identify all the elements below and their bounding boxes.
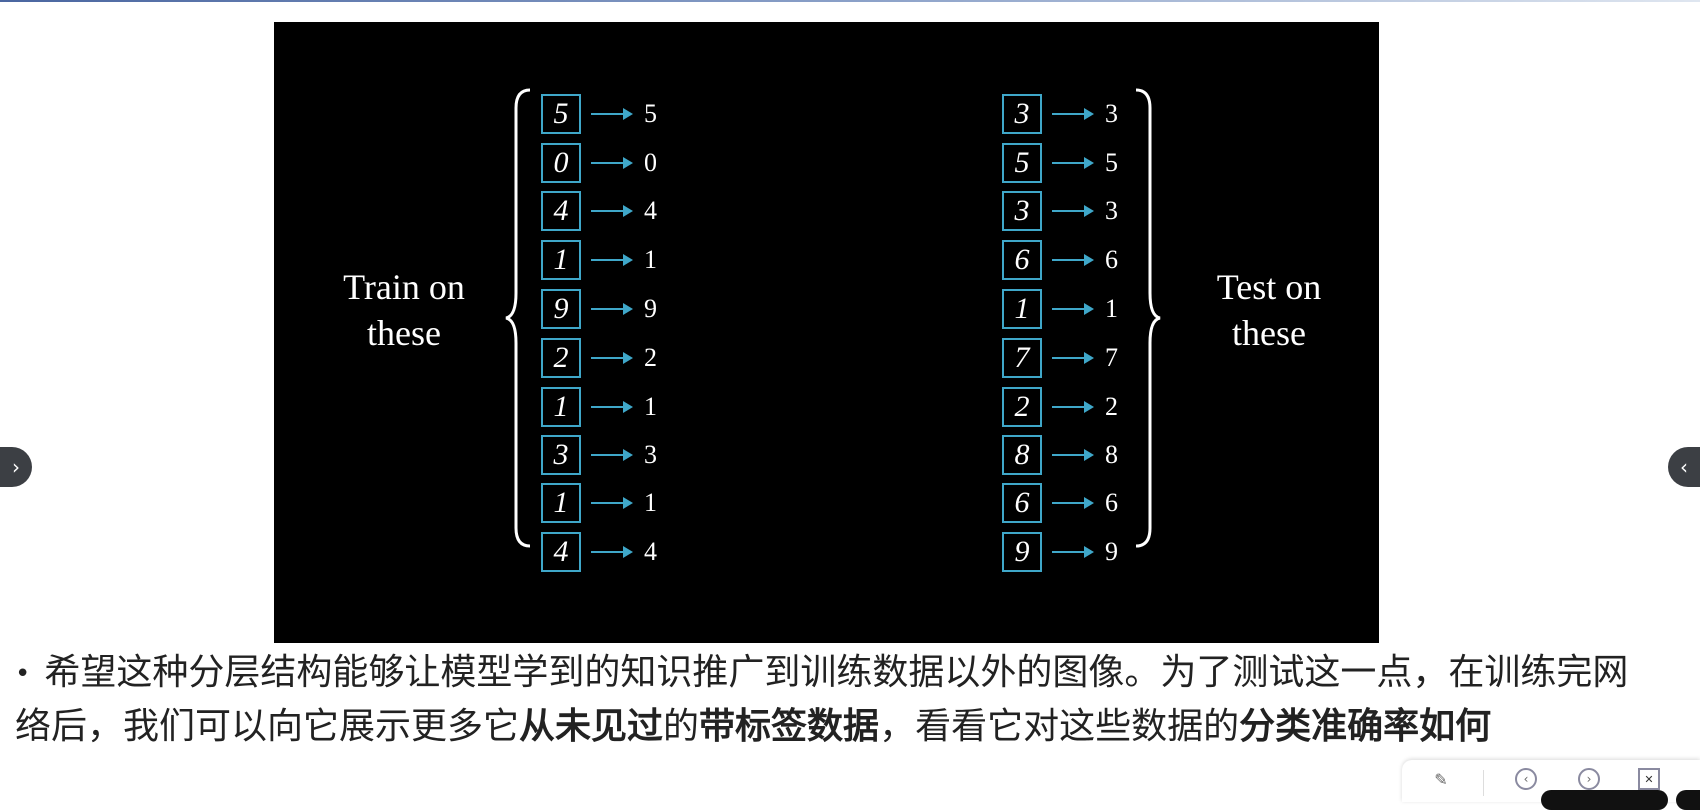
arrow-right-icon (1052, 546, 1094, 558)
digit-label: 1 (1105, 294, 1118, 323)
digit-image: 1 (541, 387, 581, 427)
digit-label: 1 (644, 392, 657, 421)
body-text-bold-2: 带标签数据 (699, 706, 880, 747)
digit-image: 1 (541, 483, 581, 523)
chevron-left-icon: ‹ (1680, 455, 1688, 479)
arrow-right-icon (591, 401, 633, 413)
digit-label: 5 (644, 99, 657, 128)
body-text-2c: 的 (663, 706, 700, 747)
digit-image: 9 (541, 289, 581, 329)
digit-image: 6 (1002, 240, 1042, 280)
digit-image: 1 (541, 240, 581, 280)
digit-label: 3 (1105, 99, 1118, 128)
toolbar-divider (1483, 770, 1484, 796)
test-caption-line2: these (1232, 313, 1306, 353)
train-caption-line1: Train on (343, 267, 465, 307)
arrow-right-icon (591, 497, 633, 509)
left-brace (505, 88, 531, 548)
digit-label: 1 (644, 488, 657, 517)
test-caption: Test on these (1169, 264, 1369, 356)
close-box-icon[interactable]: ✕ (1638, 768, 1660, 790)
digit-label: 2 (644, 343, 657, 372)
taskbar-pill (1676, 790, 1700, 810)
next-slide-button[interactable]: ‹ (1668, 447, 1700, 487)
prev-slide-button[interactable]: › (0, 447, 32, 487)
digit-image: 7 (1002, 338, 1042, 378)
taskbar-pill (1541, 790, 1668, 810)
arrow-right-icon (1052, 352, 1094, 364)
arrow-right-icon (1052, 254, 1094, 266)
arrow-right-icon (591, 303, 633, 315)
body-paragraph-line2: 络后，我们可以向它展示更多它从未见过的带标签数据，看看它对这些数据的分类准确率如… (15, 704, 1491, 750)
arrow-right-icon (591, 254, 633, 266)
body-text-bold-1: 从未见过 (519, 706, 664, 747)
prev-page-icon[interactable]: ‹ (1515, 768, 1537, 790)
arrow-right-icon (591, 108, 633, 120)
digit-label: 6 (1105, 245, 1118, 274)
body-text-2a: 络后，我们可以向它展示更多它 (15, 706, 520, 747)
window-top-border (0, 0, 1700, 2)
arrow-right-icon (1052, 205, 1094, 217)
digit-label: 4 (644, 196, 657, 225)
arrow-right-icon (591, 352, 633, 364)
pen-icon[interactable]: ✎ (1434, 769, 1448, 789)
digit-label: 0 (644, 148, 657, 177)
digit-image: 0 (541, 143, 581, 183)
chevron-right-icon: › (12, 455, 20, 479)
arrow-right-icon (591, 157, 633, 169)
arrow-right-icon (591, 205, 633, 217)
bullet: • (15, 659, 31, 689)
digit-label: 7 (1105, 343, 1118, 372)
body-paragraph-line1: • 希望这种分层结构能够让模型学到的知识推广到训练数据以外的图像。为了测试这一点，… (15, 650, 1628, 697)
digit-image: 5 (541, 94, 581, 134)
digit-label: 3 (644, 440, 657, 469)
digit-label: 1 (644, 245, 657, 274)
arrow-right-icon (1052, 449, 1094, 461)
arrow-right-icon (1052, 157, 1094, 169)
arrow-right-icon (1052, 497, 1094, 509)
arrow-right-icon (1052, 303, 1094, 315)
digit-image: 3 (541, 435, 581, 475)
next-page-icon[interactable]: › (1578, 768, 1600, 790)
arrow-right-icon (591, 449, 633, 461)
digit-image: 4 (541, 532, 581, 572)
digit-label: 5 (1105, 148, 1118, 177)
digit-image: 4 (541, 191, 581, 231)
body-text-2e: ，看看它对这些数据的 (879, 706, 1240, 747)
digit-image: 9 (1002, 532, 1042, 572)
arrow-right-icon (1052, 401, 1094, 413)
digit-image: 5 (1002, 143, 1042, 183)
arrow-right-icon (1052, 108, 1094, 120)
digit-label: 2 (1105, 392, 1118, 421)
digit-label: 4 (644, 537, 657, 566)
train-test-figure: Train on these 5 5 0 0 4 4 1 1 9 9 2 2 1 1 3 3 1… (274, 22, 1379, 643)
digit-label: 9 (1105, 537, 1118, 566)
digit-image: 8 (1002, 435, 1042, 475)
digit-image: 6 (1002, 483, 1042, 523)
digit-image: 2 (541, 338, 581, 378)
digit-image: 2 (1002, 387, 1042, 427)
body-text-1: 希望这种分层结构能够让模型学到的知识推广到训练数据以外的图像。为了测试这一点，在… (44, 652, 1629, 693)
right-brace (1135, 88, 1161, 548)
digit-image: 3 (1002, 191, 1042, 231)
digit-label: 3 (1105, 196, 1118, 225)
body-text-bold-3: 分类准确率如何 (1239, 706, 1492, 747)
train-caption: Train on these (304, 264, 504, 356)
digit-image: 3 (1002, 94, 1042, 134)
test-caption-line1: Test on (1216, 267, 1322, 307)
digit-label: 9 (644, 294, 657, 323)
digit-label: 6 (1105, 488, 1118, 517)
arrow-right-icon (591, 546, 633, 558)
digit-label: 8 (1105, 440, 1118, 469)
digit-image: 1 (1002, 289, 1042, 329)
train-caption-line2: these (367, 313, 441, 353)
